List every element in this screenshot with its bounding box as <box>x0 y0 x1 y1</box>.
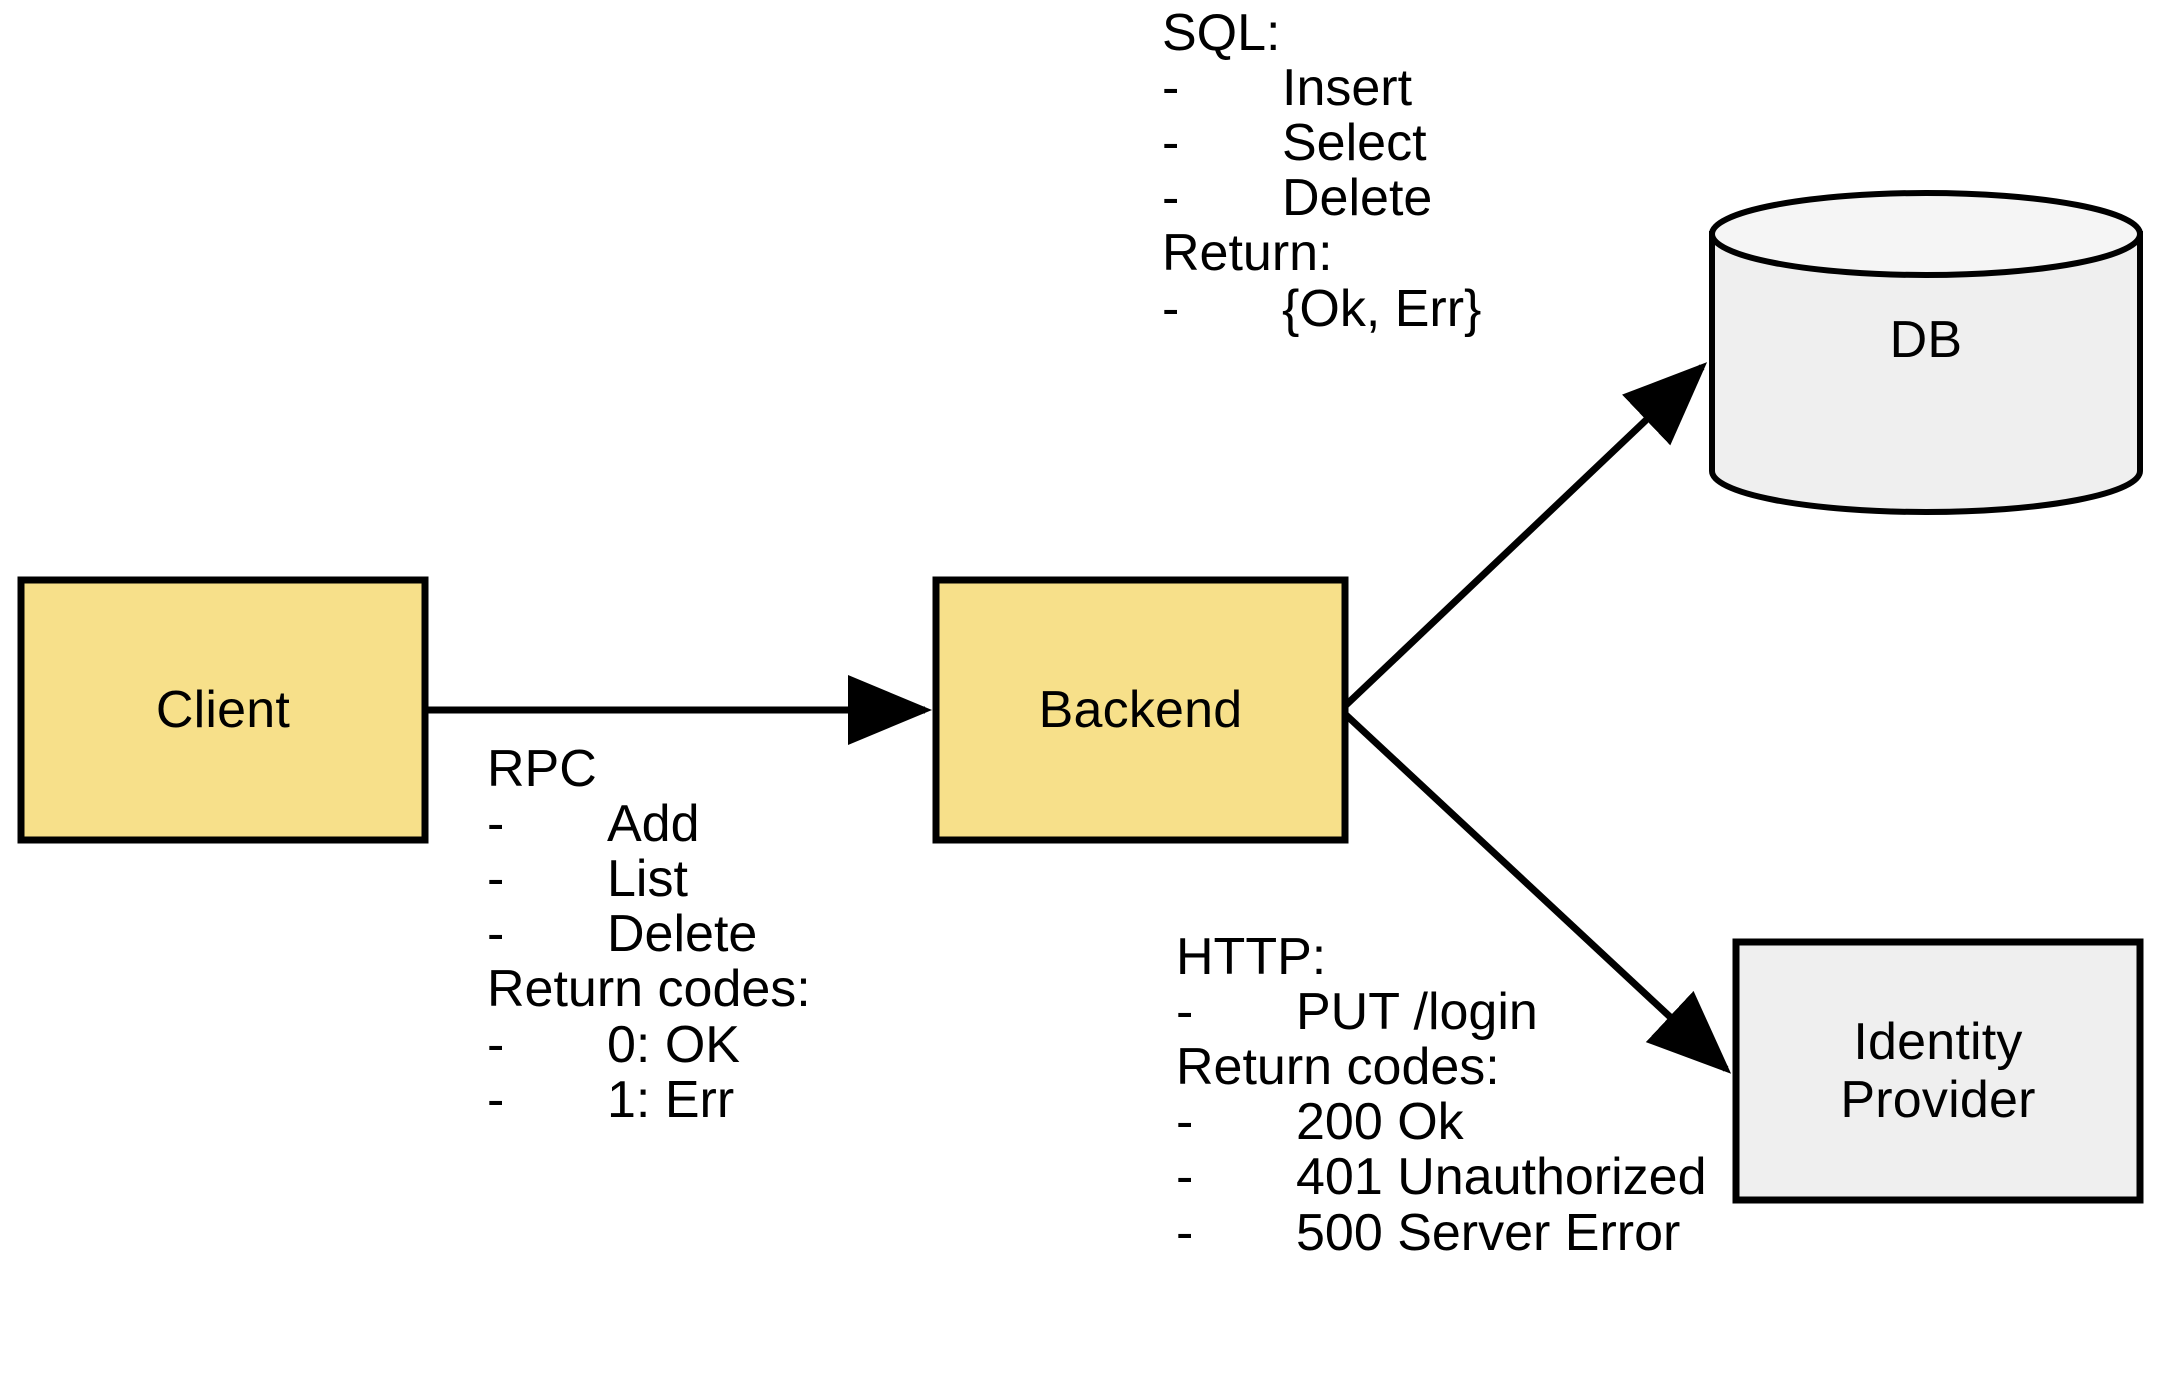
annotation-http-item-text: 500 Server Error <box>1296 1203 1681 1262</box>
annotation-rpc-line-5: - 0: OK <box>487 1015 811 1074</box>
annotation-http-line-3: - 200 Ok <box>1176 1095 1707 1150</box>
bullet-dash-icon: - <box>487 1070 505 1129</box>
annotation-sql: SQL: - Insert - Select - Delete Return: - {O… <box>1162 4 1482 338</box>
annotation-sql-line-0: SQL: <box>1162 4 1281 62</box>
bullet-dash-icon: - <box>487 1015 505 1074</box>
annotation-sql-item-text: {Ok, Err} <box>1282 279 1482 338</box>
annotation-http-item-text: 200 Ok <box>1296 1093 1464 1152</box>
annotation-sql-item-text: Insert <box>1282 59 1413 118</box>
bullet-dash-icon: - <box>1162 114 1180 173</box>
bullet-dash-icon: - <box>1162 169 1180 228</box>
annotation-rpc-line-1: - Add <box>487 795 811 854</box>
annotation-rpc-line-6: - 1: Err <box>487 1070 811 1129</box>
annotation-rpc-item-text: 0: OK <box>607 1015 740 1074</box>
annotation-sql-item-text: Delete <box>1282 169 1433 228</box>
bullet-dash-icon: - <box>487 850 505 909</box>
annotation-sql-line-2: - Select <box>1162 116 1481 171</box>
bullet-dash-icon: - <box>487 795 505 854</box>
annotation-rpc-item-text: Add <box>607 795 700 854</box>
annotation-sql-item-text: Select <box>1282 114 1427 173</box>
annotation-rpc-line-3: - Delete <box>487 907 811 962</box>
node-identity-provider-shape[interactable] <box>1732 938 2144 1204</box>
node-backend-shape[interactable] <box>932 576 1349 844</box>
annotation-rpc-line-2: - List <box>487 852 811 907</box>
annotation-sql-line-3: - Delete <box>1162 171 1481 226</box>
annotation-rpc-line-0: RPC <box>487 740 597 798</box>
edge-backend-to-identity-provider <box>1342 711 1732 1074</box>
annotation-http-line-1: - PUT /login <box>1176 983 1707 1042</box>
annotation-sql-line-4: Return: <box>1162 224 1333 283</box>
annotation-http-line-4: - 401 Unauthorized <box>1176 1150 1707 1205</box>
annotation-sql-line-1: - Insert <box>1162 59 1481 118</box>
node-client-shape[interactable] <box>17 576 429 844</box>
annotation-http-item-text: 401 Unauthorized <box>1296 1148 1707 1207</box>
edge-backend-to-db <box>1342 362 1708 709</box>
bullet-dash-icon: - <box>1176 983 1194 1042</box>
annotation-rpc-item-text: Delete <box>607 905 758 964</box>
annotation-rpc-line-4: Return codes: <box>487 960 811 1019</box>
annotation-http-line-0: HTTP: <box>1176 928 1327 986</box>
annotation-http-line-5: - 500 Server Error <box>1176 1203 1707 1262</box>
bullet-dash-icon: - <box>487 905 505 964</box>
bullet-dash-icon: - <box>1176 1203 1194 1262</box>
annotation-rpc: RPC - Add - List - Delete Return codes: - 0:… <box>487 740 811 1129</box>
bullet-dash-icon: - <box>1176 1093 1194 1152</box>
annotation-http: HTTP: -PUT /login Return codes: -200 Ok … <box>1176 928 1707 1262</box>
annotation-http-line-2: Return codes: <box>1176 1038 1500 1097</box>
bullet-dash-icon: - <box>1162 279 1180 338</box>
annotation-rpc-item-text: List <box>607 850 688 909</box>
bullet-dash-icon: - <box>1176 1148 1194 1207</box>
annotation-sql-line-5: - {Ok, Err} <box>1162 279 1482 338</box>
annotation-rpc-item-text: 1: Err <box>607 1070 735 1129</box>
node-db-shape[interactable] <box>1709 190 2143 515</box>
bullet-dash-icon: - <box>1162 59 1180 118</box>
annotation-http-item-text: PUT /login <box>1296 983 1538 1042</box>
